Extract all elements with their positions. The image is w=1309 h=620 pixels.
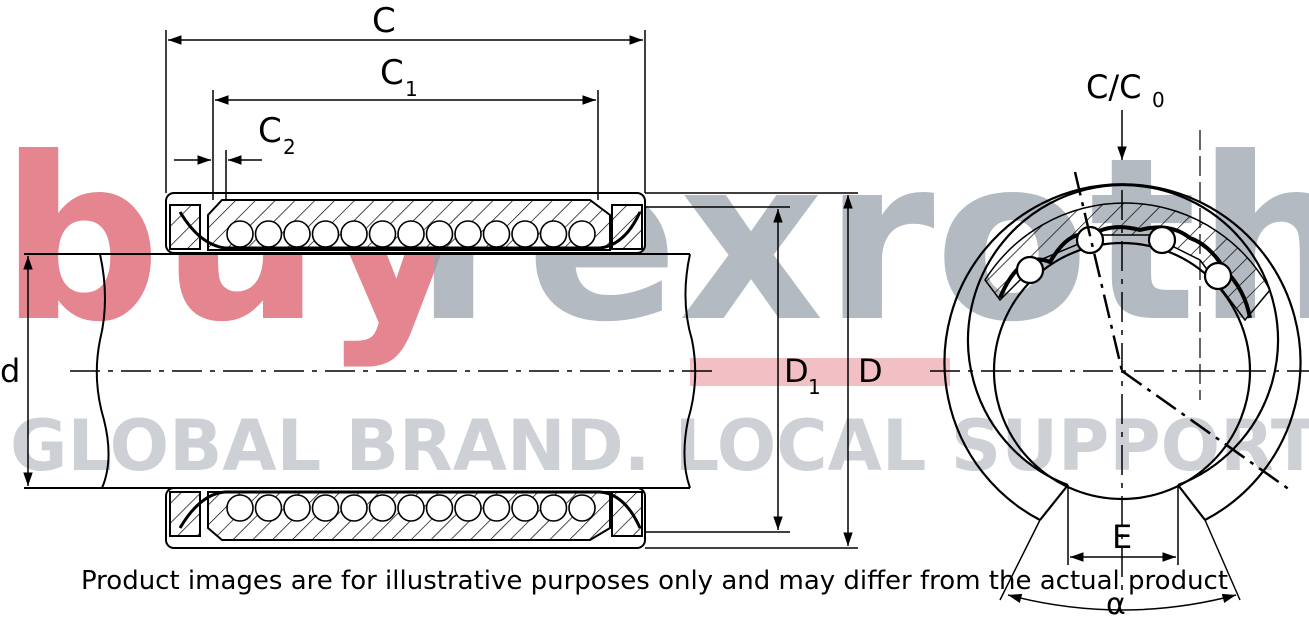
label-load-ratio: C/C: [1086, 68, 1141, 106]
bottom-right-seal: [611, 491, 643, 537]
bearing-ball: [425, 494, 454, 522]
bearing-ball: [397, 494, 425, 522]
label-c2: C: [258, 111, 282, 151]
end-ball: [1203, 261, 1233, 291]
end-view-labels: C/C 0 E α: [1086, 68, 1165, 620]
label-d: d: [0, 352, 20, 390]
bearing-ball: [454, 220, 482, 248]
bearing-ball: [425, 220, 454, 248]
label-e: E: [1112, 518, 1132, 556]
bearing-ball: [454, 494, 482, 522]
outer-ring-gap-left: [1039, 484, 1069, 521]
bottom-left-seal: [169, 491, 201, 537]
label-d1: D: [784, 352, 809, 390]
bearing-ball: [226, 220, 254, 248]
disclaimer-text: Product images are for illustrative purp…: [80, 566, 1229, 596]
end-ball: [1147, 225, 1177, 255]
inner-ring: [966, 183, 1280, 487]
watermark-tagline: GLOBAL BRAND. LOCAL SUPPORT.: [10, 405, 1309, 487]
outer-ring-gap-right: [1177, 484, 1206, 521]
end-view-hatch-sector: [984, 202, 1271, 322]
bearing-ball: [254, 220, 283, 248]
bearing-ball: [482, 494, 511, 522]
label-alpha: α: [1106, 587, 1126, 620]
label-load-ratio-sub: 0: [1152, 88, 1165, 112]
top-right-seal: [611, 204, 643, 250]
label-d-outer: D: [858, 352, 883, 390]
dimension-labels: C C 1 C 2 d D 1 D: [0, 1, 883, 399]
bearing-ball: [397, 220, 425, 248]
bearing-ball: [511, 494, 539, 522]
end-view-dimensions: [999, 110, 1241, 611]
end-ball: [1015, 255, 1045, 285]
label-c: C: [372, 1, 396, 41]
bearing-ball: [311, 220, 340, 248]
bearing-ball: [340, 494, 368, 522]
bearing-ball: [311, 494, 340, 522]
bearing-ball: [568, 494, 596, 522]
bearing-ball: [568, 220, 596, 248]
end-ball: [1075, 225, 1105, 255]
bottom-ball-row: [226, 494, 596, 522]
bearing-ball: [226, 494, 254, 522]
bearing-ball: [511, 220, 539, 248]
watermark-red-bar: [690, 358, 950, 386]
bearing-ball: [368, 220, 397, 248]
bearing-ball: [254, 494, 283, 522]
bearing-ball: [340, 220, 368, 248]
bearing-ball: [368, 494, 397, 522]
dim-alpha-arc: [1007, 593, 1237, 611]
label-c1: C: [380, 53, 404, 93]
side-section-view: [24, 192, 720, 549]
label-c1-sub: 1: [405, 77, 418, 101]
end-tilt-line-a: [1073, 171, 1124, 372]
top-ball-row: [226, 220, 596, 248]
bearing-ball: [539, 494, 568, 522]
label-d1-sub: 1: [808, 375, 821, 399]
end-tilt-line-b: [1121, 369, 1291, 492]
end-view: [930, 130, 1309, 600]
label-c2-sub: 2: [283, 135, 296, 159]
watermark: buy rexroth GLOBAL BRAND. LOCAL SUPPORT.: [0, 110, 1309, 487]
bearing-ball: [283, 494, 311, 522]
bearing-ball: [539, 220, 568, 248]
bearing-ball: [482, 220, 511, 248]
top-left-seal: [169, 204, 201, 250]
bearing-ball: [283, 220, 311, 248]
dimension-lines: [23, 30, 858, 549]
